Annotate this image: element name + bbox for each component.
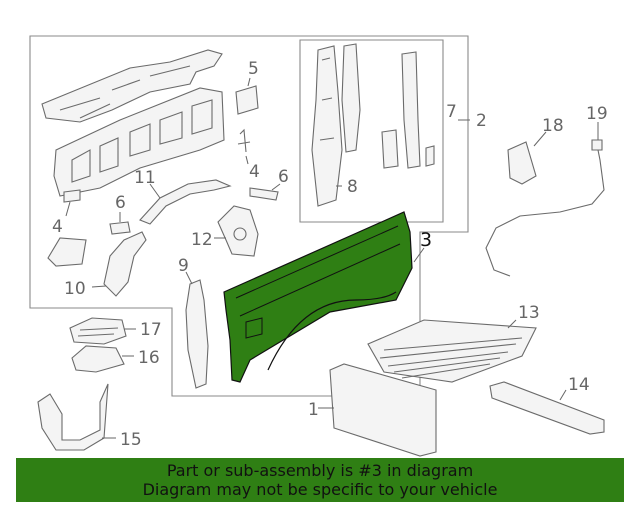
part-7-pillar-b[interactable]: [381, 51, 435, 169]
part-4-bracket-lower[interactable]: [63, 189, 81, 217]
part-5-bracket[interactable]: [235, 77, 259, 115]
callout-6-upper: 6: [278, 167, 289, 187]
callout-4-lower: 4: [52, 217, 63, 237]
callout-17: 17: [140, 320, 162, 340]
part-floor-crossmember[interactable]: [41, 49, 223, 123]
part-4-clip-upper[interactable]: [237, 128, 251, 165]
part-19-wiring-harness[interactable]: [485, 122, 605, 277]
callout-19: 19: [586, 104, 608, 124]
callout-16: 16: [138, 348, 160, 368]
part-12-bracket[interactable]: [214, 205, 259, 257]
part-15-step-bracket[interactable]: [37, 383, 116, 451]
part-10-wheelhouse-inner[interactable]: [91, 231, 147, 297]
assembly-7-frame: [299, 39, 444, 223]
part-17-step-pad[interactable]: [69, 317, 136, 345]
part-1-front-panel[interactable]: [318, 363, 437, 457]
callout-2: 2: [476, 111, 487, 131]
part-6-bracket-upper[interactable]: [249, 183, 281, 201]
callout-11: 11: [134, 168, 156, 188]
part-front-panel[interactable]: [53, 87, 225, 197]
callout-7: 7: [446, 102, 457, 122]
callout-18: 18: [542, 116, 564, 136]
part-6-bracket-lower[interactable]: [109, 212, 131, 235]
callout-10: 10: [64, 279, 86, 299]
callout-4-upper: 4: [249, 162, 260, 182]
callout-12: 12: [191, 230, 213, 250]
callout-8: 8: [347, 177, 358, 197]
callout-13: 13: [518, 303, 540, 323]
bedside-panel-shape: [223, 211, 413, 383]
part-3-bedside-outer-panel[interactable]: [223, 211, 413, 383]
callout-3-leader: [413, 247, 425, 263]
part-side-gusset[interactable]: [47, 237, 87, 267]
callout-6-lower: 6: [115, 193, 126, 213]
part-9-post[interactable]: [185, 271, 209, 389]
banner-line-part-number: Part or sub-assembly is #3 in diagram: [166, 461, 474, 480]
callout-14: 14: [568, 375, 590, 395]
callout-3: 3: [420, 229, 432, 251]
part-13-floor-panel[interactable]: [367, 319, 537, 383]
part-7-pillar-a[interactable]: [341, 43, 361, 153]
callout-5: 5: [248, 59, 259, 79]
callout-15: 15: [120, 430, 142, 450]
part-18-module[interactable]: [507, 131, 547, 185]
callout-9: 9: [178, 256, 189, 276]
part-info-banner: Part or sub-assembly is #3 in diagram Di…: [16, 458, 624, 502]
part-11-wheelhouse-extension[interactable]: [139, 179, 232, 225]
banner-line-disclaimer: Diagram may not be specific to your vehi…: [142, 480, 498, 499]
part-16-step[interactable]: [71, 345, 134, 373]
part-14-rail[interactable]: [489, 381, 605, 435]
callout-1: 1: [308, 400, 319, 420]
part-8-pillar[interactable]: [311, 45, 343, 207]
